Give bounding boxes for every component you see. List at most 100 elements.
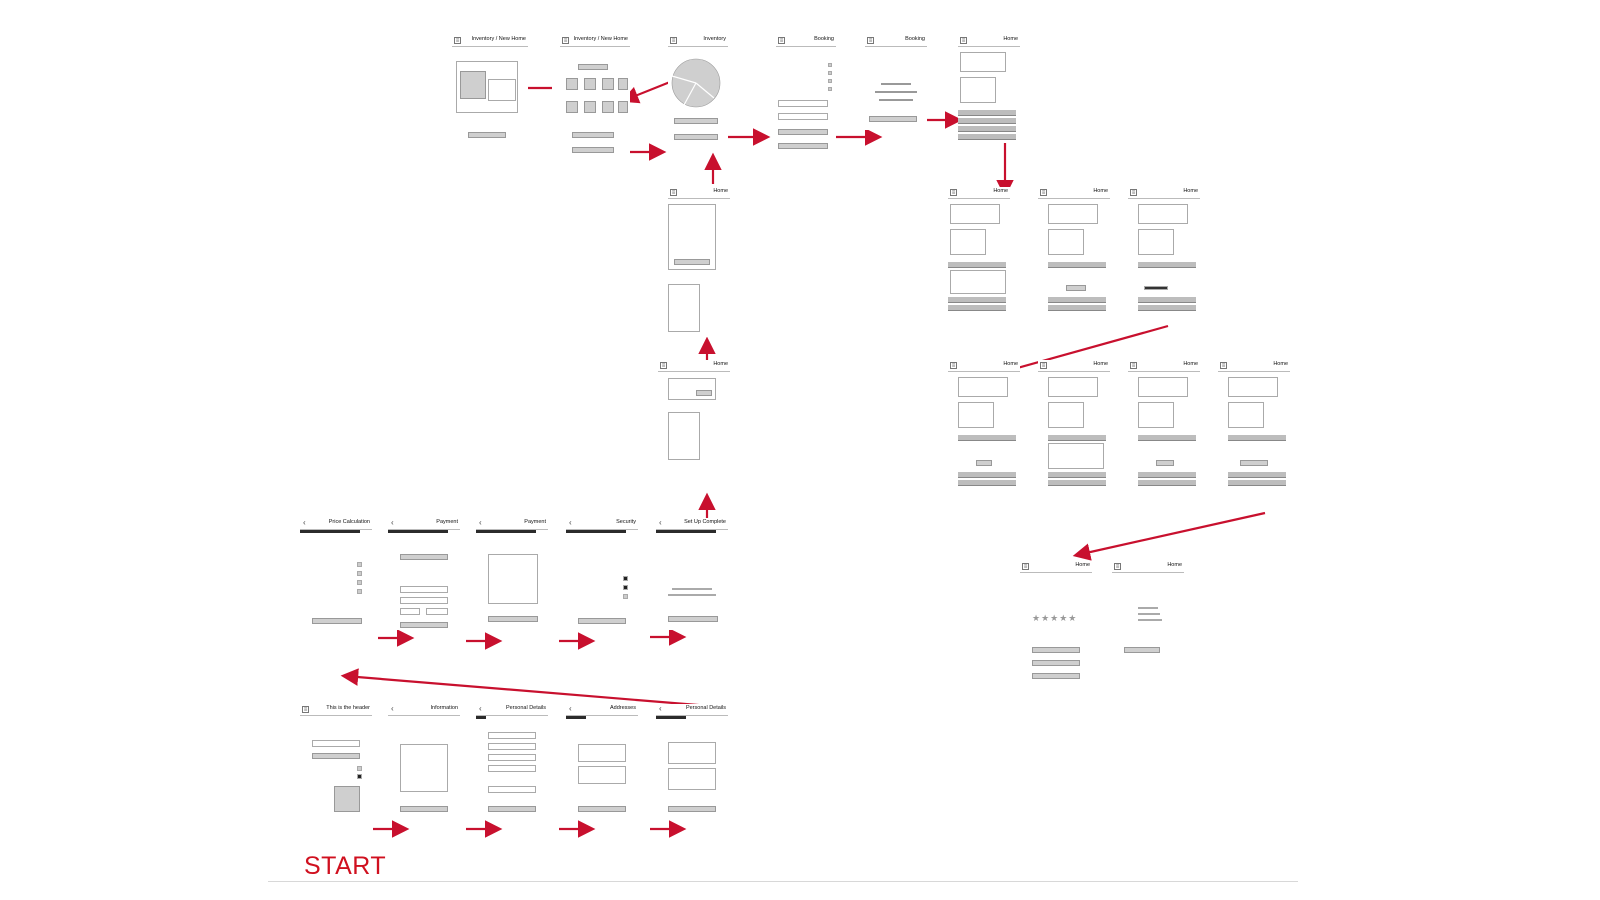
grid-item-4[interactable] [618, 78, 628, 90]
accordion-4[interactable] [958, 480, 1016, 486]
cvc-input[interactable] [426, 608, 448, 615]
menu-icon[interactable]: ≡ [1130, 362, 1137, 369]
accordion-1[interactable] [958, 435, 1016, 441]
phone-input[interactable] [488, 765, 536, 772]
unlock-button[interactable] [1156, 460, 1174, 466]
pay-button[interactable] [400, 622, 448, 628]
demo-button[interactable] [312, 753, 360, 759]
grid-item-6[interactable] [584, 101, 596, 113]
menu-icon[interactable]: ≡ [1040, 189, 1047, 196]
menu-icon[interactable]: ≡ [1220, 362, 1227, 369]
back-to-inventory-button[interactable] [572, 147, 614, 153]
arrived-button[interactable] [1066, 285, 1086, 291]
checkbox-3[interactable] [828, 79, 832, 83]
grid-item-2[interactable] [584, 78, 596, 90]
card-number-input[interactable] [400, 597, 448, 604]
back-icon[interactable]: ‹ [569, 518, 572, 527]
menu-icon[interactable]: ≡ [454, 37, 461, 44]
option-checkbox-3[interactable] [357, 580, 362, 585]
grid-item-1[interactable] [566, 78, 578, 90]
menu-icon[interactable]: ≡ [670, 37, 677, 44]
accordion-1[interactable] [1138, 262, 1196, 268]
card-name-input[interactable] [400, 586, 448, 593]
accordion-1[interactable] [1138, 435, 1196, 441]
continue-button[interactable] [869, 116, 917, 122]
expiry-input[interactable] [400, 608, 420, 615]
date-input[interactable] [778, 100, 828, 107]
grid-item-8[interactable] [618, 101, 628, 113]
demo-check-1[interactable] [357, 766, 362, 771]
continue-button[interactable] [488, 806, 536, 812]
demo-check-2[interactable] [357, 774, 362, 779]
menu-icon[interactable]: ≡ [950, 362, 957, 369]
back-icon[interactable]: ‹ [569, 704, 572, 713]
ok-button[interactable] [976, 460, 992, 466]
option-checkbox-4[interactable] [357, 589, 362, 594]
menu-icon[interactable]: ≡ [670, 189, 677, 196]
option-checkbox-2[interactable] [357, 571, 362, 576]
back-to-home-button[interactable] [1124, 647, 1160, 653]
demo-input[interactable] [312, 740, 360, 747]
accordion-1[interactable] [948, 262, 1006, 268]
contact-us-button[interactable] [1032, 647, 1080, 653]
accordion-2[interactable] [958, 118, 1016, 124]
back-to-home-button[interactable] [778, 143, 828, 149]
accordion-3[interactable] [1048, 472, 1106, 478]
grid-item-3[interactable] [602, 78, 614, 90]
checkbox-2[interactable] [828, 71, 832, 75]
accordion-1[interactable] [1048, 262, 1106, 268]
payment-button[interactable] [312, 618, 362, 624]
continue-button[interactable] [668, 616, 718, 622]
stop-moving-button[interactable] [1032, 660, 1080, 666]
accordion-4[interactable] [1228, 480, 1286, 486]
checkbox-1[interactable] [828, 63, 832, 67]
menu-icon[interactable]: ≡ [1040, 362, 1047, 369]
grid-item-5[interactable] [566, 101, 578, 113]
security-check-1[interactable] [623, 576, 628, 581]
checkbox-4[interactable] [828, 87, 832, 91]
accordion-3[interactable] [1228, 472, 1286, 478]
accordion-3[interactable] [958, 126, 1016, 132]
menu-icon[interactable]: ≡ [950, 189, 957, 196]
new-address-input[interactable] [578, 766, 626, 784]
accordion-3[interactable] [1138, 297, 1196, 303]
find-category-button[interactable] [572, 132, 614, 138]
menu-icon[interactable]: ≡ [562, 37, 569, 44]
accordion-4[interactable] [1138, 480, 1196, 486]
current-address-input[interactable] [578, 744, 626, 762]
track-button[interactable] [696, 390, 712, 396]
time-input[interactable] [778, 113, 828, 120]
start-inventory-button[interactable] [674, 259, 710, 265]
option-checkbox-1[interactable] [357, 562, 362, 567]
back-icon[interactable]: ‹ [479, 704, 482, 713]
add-item-button[interactable] [468, 132, 506, 138]
star-rating[interactable]: ★★★★★ [1032, 613, 1078, 623]
done-button[interactable] [1032, 673, 1080, 679]
menu-icon[interactable]: ≡ [1130, 189, 1137, 196]
menu-icon[interactable]: ≡ [867, 37, 874, 44]
accordion-4[interactable] [1138, 305, 1196, 311]
menu-icon[interactable]: ≡ [302, 706, 309, 713]
rate-delivery-button[interactable] [1240, 460, 1268, 466]
search-button[interactable] [578, 64, 608, 70]
accordion-1[interactable] [1228, 435, 1286, 441]
continue-button[interactable] [578, 806, 626, 812]
calculate-button[interactable] [778, 129, 828, 135]
back-icon[interactable]: ‹ [659, 518, 662, 527]
accordion-3[interactable] [948, 297, 1006, 303]
paypal-button[interactable] [400, 554, 448, 560]
menu-icon[interactable]: ≡ [1022, 563, 1029, 570]
signature-area[interactable] [488, 554, 538, 604]
menu-icon[interactable]: ≡ [660, 362, 667, 369]
accordion-1[interactable] [958, 110, 1016, 116]
back-icon[interactable]: ‹ [391, 704, 394, 713]
finish-setup-button[interactable] [578, 618, 626, 624]
accordion-4[interactable] [1048, 480, 1106, 486]
security-check-2[interactable] [623, 585, 628, 590]
first-name-input[interactable] [488, 732, 536, 739]
pie-action-button[interactable] [674, 118, 718, 124]
back-icon[interactable]: ‹ [391, 518, 394, 527]
back-icon[interactable]: ‹ [659, 704, 662, 713]
grid-item-7[interactable] [602, 101, 614, 113]
continue-button[interactable] [400, 806, 448, 812]
